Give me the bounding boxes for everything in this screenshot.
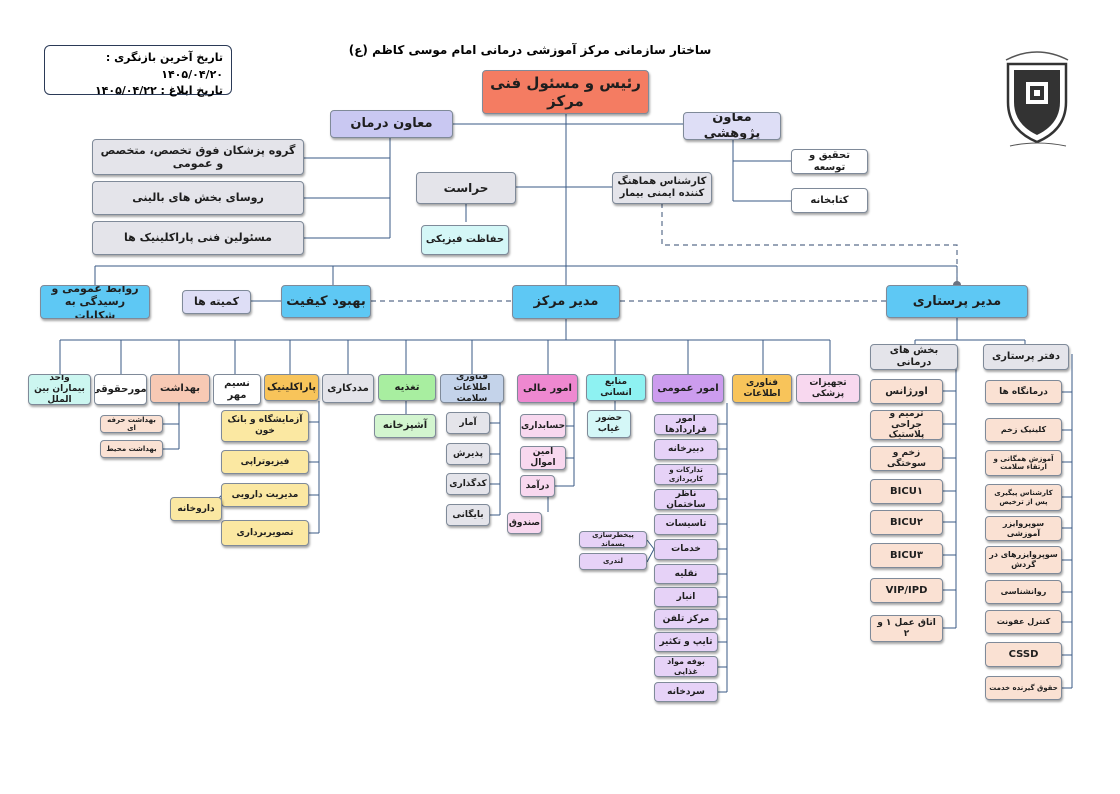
- nursing-office-box: کنترل عفونت: [985, 610, 1062, 634]
- ward-box: BICU۱: [870, 479, 943, 504]
- nursing-office-box: حقوق گیرنده خدمت: [985, 676, 1062, 700]
- general-affairs-box: امور عمومی: [652, 374, 724, 403]
- general-sub-box: امور قراردادها: [654, 414, 718, 435]
- services-sub-box: لندری: [579, 553, 647, 570]
- ward-heads-box: روسای بخش های بالینی: [92, 181, 304, 215]
- head-box: رئیس و مسئول فنی مرکز: [482, 70, 649, 114]
- nursing-office-box: آموزش همگانی و ارتقاء سلامت: [985, 450, 1062, 476]
- physical-protection-box: حفاظت فیزیکی: [421, 225, 509, 255]
- page-title: ساختار سازمانی مرکز آموزشی درمانی امام م…: [348, 43, 712, 57]
- quality-box: بهبود کیفیت: [281, 285, 371, 318]
- paraclinic-box: پاراکلینیک: [264, 374, 319, 401]
- paraclinic-managers-box: مسئولین فنی پاراکلینیک ها: [92, 221, 304, 255]
- nursing-office-box: کلینیک زخم: [985, 418, 1062, 442]
- general-sub-box: دبیرخانه: [654, 439, 718, 460]
- ward-box: زخم و سوختگی: [870, 446, 943, 471]
- it-box: فناوری اطلاعات: [732, 374, 792, 403]
- hit-sub-box: پذیرش: [446, 443, 490, 465]
- general-sub-box: ناظر ساختمان: [654, 489, 718, 510]
- international-box: واحد بیماران بین الملل: [28, 374, 91, 405]
- paraclinic-sub-box: آزمایشگاه و بانک خون: [221, 410, 309, 442]
- nursing-office-box: کارشناس پیگیری پس از ترخیص: [985, 484, 1062, 511]
- finance-sub-box: صندوق: [507, 512, 542, 534]
- general-sub-box: مرکز تلفن: [654, 609, 718, 629]
- pharmacy-box: داروخانه: [170, 497, 222, 521]
- library-box: کتابخانه: [791, 188, 868, 213]
- treatment-deputy-box: معاون درمان: [330, 110, 453, 138]
- wards-title-box: بخش های درمانی: [870, 344, 958, 370]
- notice-date: تاریخ ابلاغ : ۱۴۰۵/۰۴/۲۲: [94, 84, 223, 97]
- nasim-box: نسیم مهر: [213, 374, 261, 405]
- kitchen-box: آشپزخانه: [374, 414, 436, 438]
- nursing-office-box: CSSD: [985, 642, 1062, 667]
- physician-groups-box: گروه پزشکان فوق تخصص، متخصص و عمومی: [92, 139, 304, 175]
- ward-box: اتاق عمل ۱ و ۲: [870, 615, 943, 642]
- hit-sub-box: آمار: [446, 412, 490, 434]
- ward-box: BICU۳: [870, 543, 943, 568]
- general-sub-box: تدارکات و کارپردازی: [654, 464, 718, 485]
- finance-box: امور مالی: [517, 374, 578, 403]
- research-dev-box: تحقیق و توسعه: [791, 149, 868, 174]
- nursing-office-box: سوپروایزرهای در گردش: [985, 546, 1062, 574]
- health-sub-box: بهداشت محیط: [100, 440, 163, 458]
- safety-expert-box: کارشناس هماهنگ کننده ایمنی بیمار: [612, 172, 712, 204]
- last-review-date: تاریخ آخرین بازنگری : ۱۴۰۵/۰۴/۲۰: [105, 51, 223, 81]
- research-deputy-box: معاون پژوهشی: [683, 112, 781, 140]
- ward-box: BICU۲: [870, 510, 943, 535]
- legal-box: امورحقوقی: [94, 374, 147, 405]
- nursing-director-box: مدیر پرستاری: [886, 285, 1028, 318]
- nursing-office-box: درمانگاه ها: [985, 380, 1062, 404]
- general-sub-box: بوفه مواد غذایی: [654, 656, 718, 677]
- finance-sub-box: امین اموال: [520, 446, 566, 470]
- paraclinic-sub-box: مدیریت دارویی: [221, 483, 309, 507]
- general-sub-box: تاسیسات: [654, 514, 718, 535]
- hit-sub-box: بایگانی: [446, 504, 490, 526]
- committees-box: کمیته ها: [182, 290, 251, 314]
- dates-box: تاریخ آخرین بازنگری : ۱۴۰۵/۰۴/۲۰ تاریخ ا…: [44, 45, 232, 97]
- finance-sub-box: حسابداری: [520, 414, 566, 438]
- health-sub-box: بهداشت حرفه ای: [100, 415, 163, 433]
- medical-equipment-box: تجهیزات پزشکی: [796, 374, 860, 403]
- services-sub-box: پیخطرسازی پسماند: [579, 531, 647, 548]
- paraclinic-sub-box: فیزیوتراپی: [221, 450, 309, 474]
- ward-box: ترمیم و جراحی پلاستیک: [870, 410, 943, 440]
- university-seal-icon: [1005, 51, 1069, 147]
- nursing-office-box: روانشناسی: [985, 580, 1062, 604]
- nursing-office-box: سوپروایزر آموزشی: [985, 516, 1062, 541]
- social-work-box: مددکاری: [322, 374, 374, 403]
- health-box: بهداشت: [150, 374, 210, 403]
- hr-sub-box: حضور غیاب: [587, 410, 631, 438]
- finance-sub-box: درآمد: [520, 475, 555, 497]
- ward-box: اورژانس: [870, 379, 943, 404]
- general-sub-box: انبار: [654, 587, 718, 607]
- paraclinic-sub-box: تصویربرداری: [221, 520, 309, 546]
- public-relations-box: روابط عمومی و رسیدگی به شکایات: [40, 285, 150, 319]
- office-title-box: دفتر پرستاری: [983, 344, 1069, 370]
- hr-box: منابع انسانی: [586, 374, 646, 401]
- hit-box: فناوری اطلاعات سلامت: [440, 374, 504, 403]
- general-sub-box: سردخانه: [654, 682, 718, 702]
- general-sub-box: نقلیه: [654, 564, 718, 584]
- general-sub-box: تایپ و تکثیر: [654, 632, 718, 652]
- security-box: حراست: [416, 172, 516, 204]
- nutrition-box: تغذیه: [378, 374, 436, 401]
- director-box: مدیر مرکز: [512, 285, 620, 319]
- ward-box: VIP/IPD: [870, 578, 943, 603]
- general-sub-box: خدمات: [654, 539, 718, 560]
- hit-sub-box: کدگذاری: [446, 473, 490, 495]
